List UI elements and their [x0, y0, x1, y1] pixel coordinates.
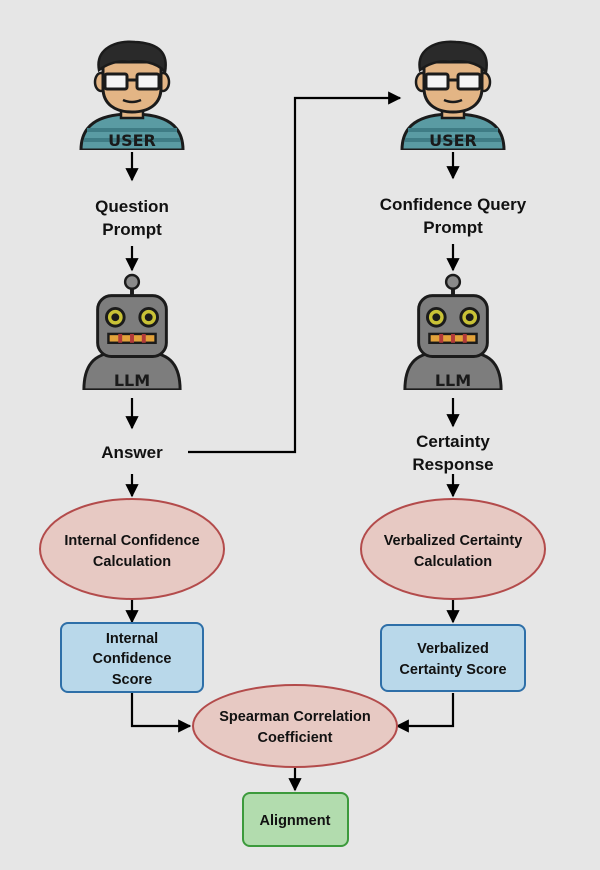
svg-text:Verbalized: Verbalized	[417, 641, 489, 657]
svg-text:Spearman Correlation: Spearman Correlation	[219, 709, 371, 725]
svg-text:LLM: LLM	[435, 371, 471, 390]
answer-label: Answer	[101, 443, 163, 462]
certainty-response-label: Certainty Response	[412, 432, 493, 474]
robot-icon: LLM	[402, 273, 504, 390]
svg-text:Verbalized Certainty: Verbalized Certainty	[384, 533, 523, 549]
verbalized-certainty-score-box: Verbalized Certainty Score	[380, 624, 526, 692]
svg-text:Calculation: Calculation	[93, 554, 171, 570]
arrow-internal-score-to-spearman	[130, 693, 192, 733]
arrow-answer-to-user	[188, 91, 402, 454]
confidence-query-prompt-label: Confidence Query Prompt	[380, 195, 527, 237]
svg-text:Calculation: Calculation	[414, 554, 492, 570]
svg-text:LLM: LLM	[114, 371, 150, 390]
svg-text:Coefficient: Coefficient	[258, 730, 333, 746]
user-icon: USER	[400, 40, 506, 150]
svg-text:Response: Response	[412, 455, 493, 474]
question-prompt-label: Question Prompt	[95, 197, 169, 239]
svg-text:Internal: Internal	[106, 631, 158, 647]
svg-text:Internal Confidence: Internal Confidence	[64, 533, 199, 549]
connector-arrows	[125, 91, 460, 792]
svg-text:USER: USER	[429, 131, 477, 150]
svg-text:Certainty Score: Certainty Score	[399, 662, 506, 678]
internal-confidence-score-box: Internal Confidence Score	[60, 622, 204, 693]
svg-text:USER: USER	[108, 131, 156, 150]
svg-text:Alignment: Alignment	[260, 813, 331, 829]
arrow-verbal-score-to-spearman	[395, 693, 455, 733]
spearman-correlation-node: Spearman Correlation Coefficient	[192, 684, 398, 768]
svg-text:Confidence Query: Confidence Query	[380, 195, 527, 214]
svg-text:Prompt: Prompt	[423, 218, 483, 237]
user-icon: USER	[79, 40, 185, 150]
internal-confidence-calculation-node: Internal Confidence Calculation	[39, 498, 225, 600]
robot-icon: LLM	[81, 273, 183, 390]
alignment-box: Alignment	[242, 792, 349, 847]
verbalized-certainty-calculation-node: Verbalized Certainty Calculation	[360, 498, 546, 600]
svg-text:Score: Score	[112, 672, 152, 688]
svg-text:Confidence: Confidence	[93, 651, 172, 667]
svg-text:Prompt: Prompt	[102, 220, 162, 239]
svg-text:Question: Question	[95, 197, 169, 216]
svg-text:Certainty: Certainty	[416, 432, 490, 451]
